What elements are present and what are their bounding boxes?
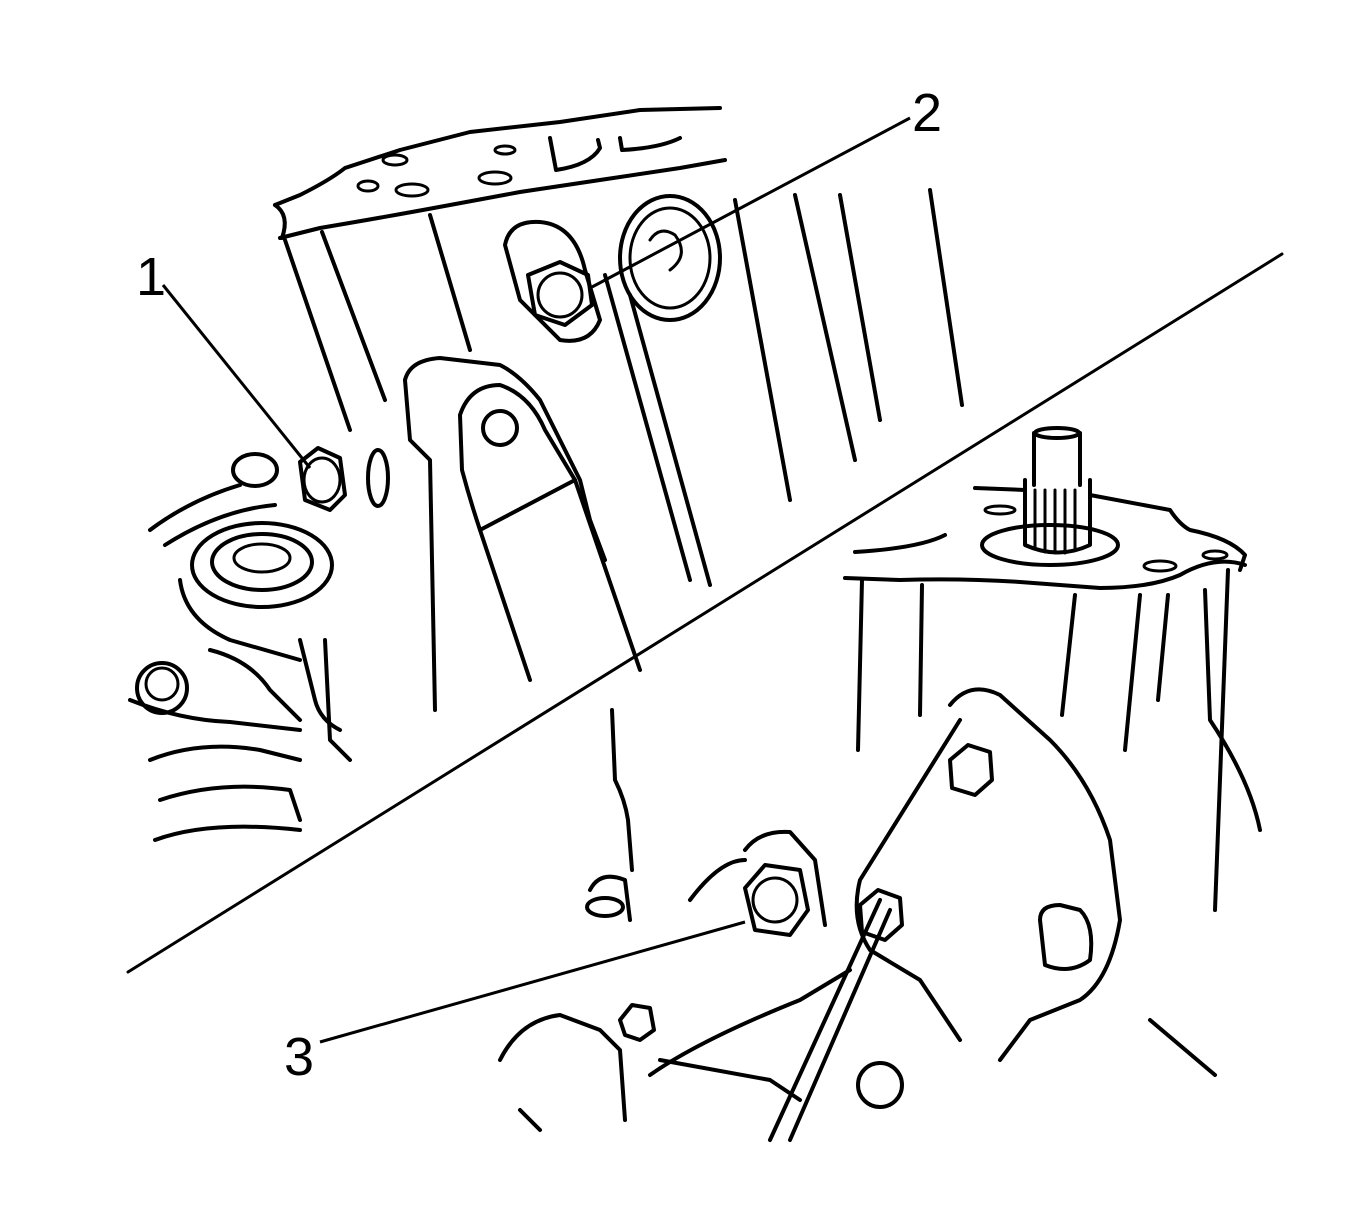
callout-1-label: 1 bbox=[136, 247, 167, 307]
lower-view bbox=[498, 426, 1262, 1142]
callout-3-leader bbox=[319, 920, 746, 1044]
view-divider bbox=[126, 252, 1284, 974]
callout-3-label: 3 bbox=[284, 1027, 315, 1087]
upper-view bbox=[128, 106, 964, 842]
callout-1-leader bbox=[161, 284, 312, 469]
callout-2-leader bbox=[591, 116, 911, 289]
callout-2-label: 2 bbox=[912, 83, 943, 143]
